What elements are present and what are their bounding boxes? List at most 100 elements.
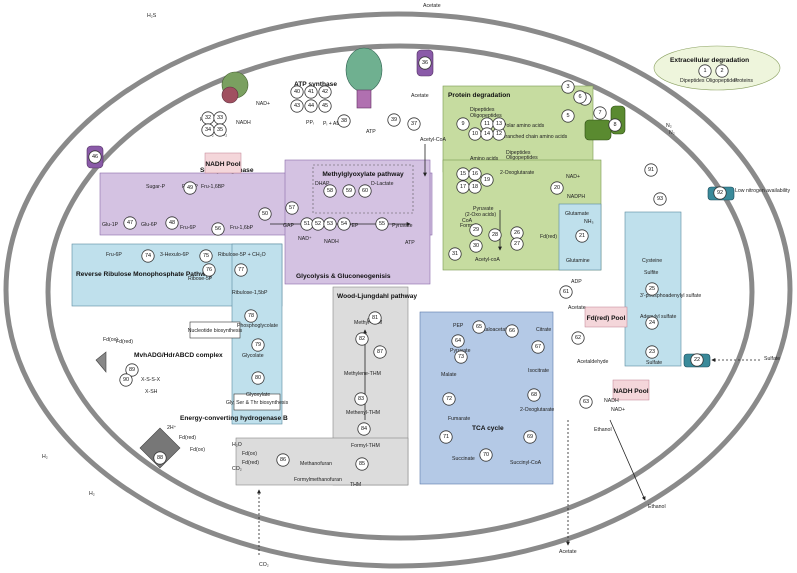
protein-degradation-region [442,85,594,173]
enzyme-node-label: 68 [531,392,537,398]
metabolite-label: CO₂ [232,466,242,472]
enzyme-node-label: 71 [443,434,449,440]
enzyme-node-66: 66 [505,324,519,338]
atp-synthase-title: ATP synthase [294,81,337,88]
enzyme-node-19: 19 [480,173,494,187]
protein-degradation-title: Protein degradation [448,92,510,99]
metabolite-label: PEP [453,323,464,329]
enzyme-node-label: 12 [496,131,502,137]
enzyme-node-circle [550,181,564,195]
nucleotide-label: Nucleotide biosynthesis [188,328,243,334]
enzyme-node-77: 77 [234,263,248,277]
tca-title: TCA cycle [472,425,504,432]
enzyme-node-label: 1 [703,68,706,74]
enzyme-node-28: 28 [488,228,502,242]
low-nitrogen-label: Low nitrogen availability [735,188,790,194]
enzyme-node-label: 43 [294,103,300,109]
enzyme-node-circle [354,392,368,406]
enzyme-node-label: 33 [217,115,223,121]
metabolite-label: Ribose-5P [188,276,213,282]
ethanol-arrow [609,419,646,501]
metabolite-label: X-S-S-X [141,377,161,383]
enzyme-node-label: 26 [514,230,520,236]
enzyme-node-label: 28 [492,232,498,238]
enzyme-node-82: 82 [355,332,369,346]
metabolite-label: Pyruvate [392,223,413,229]
enzyme-node-6: 6 [573,90,587,104]
metabolite-label: X-SH [145,389,158,395]
enzyme-node-circle [456,117,470,131]
metabolite-label: Methylene-THM [344,371,381,377]
enzyme-node-circle [123,216,137,230]
enzyme-node-label: 52 [315,221,321,227]
enzyme-node-circle [480,127,494,141]
enzyme-node-circle [407,117,421,131]
metabolite-label: Acetyl-coA [475,257,500,263]
metabolite-label: Glu-1P [102,222,119,228]
enzyme-node-label: 90 [123,377,129,383]
enzyme-node-24: 24 [645,316,659,330]
enzyme-node-label: 61 [563,289,569,295]
enzyme-node-circle [468,180,482,194]
ech-title: Energy-converting hydrogenase B [180,415,288,422]
metabolite-label: GAP [283,223,294,229]
enzyme-node-label: 76 [206,267,212,273]
enzyme-node-circle [373,345,387,359]
metabolite-label: Polar amino acids [503,123,545,129]
enzyme-node-circle [119,373,133,387]
enzyme-node-circle [418,56,432,70]
metabolite-label: Formyl-THM [351,443,380,449]
enzyme-node-circle [355,332,369,346]
enzyme-node-label: 82 [359,336,365,342]
metabolite-label: Fru-6P [180,225,196,231]
metabolite-label: Methyl-THM [354,320,382,326]
enzyme-node-27: 27 [510,237,524,251]
enzyme-node-label: 11 [484,121,490,127]
inner-membrane [45,43,755,541]
enzyme-node-64: 64 [451,334,465,348]
nadh-pool-2-box [612,379,650,401]
enzyme-node-label: 48 [169,220,175,226]
metabolite-label: Ribulose-5P + CH₂O [218,252,266,258]
enzyme-node-circle [304,85,318,99]
enzyme-node-78: 78 [244,309,258,323]
enzyme-node-23: 23 [645,345,659,359]
enzyme-node-label: 19 [484,177,490,183]
enzyme-node-25: 25 [645,282,659,296]
enzyme-node-circle [290,85,304,99]
enzyme-node-label: 78 [248,313,254,319]
nadh-pool-2: NADH Pool [613,388,648,395]
enzyme-node-label: 64 [455,338,461,344]
metabolite-label: Fd(red) [540,234,557,240]
metabolite-label: Cysteine [642,258,662,264]
enzyme-node-label: 8 [613,122,616,128]
enzyme-node-label: 73 [458,354,464,360]
enzyme-node-41: 41 [304,85,318,99]
enzyme-node-circle [368,311,382,325]
enzyme-node-38: 38 [337,114,351,128]
extracellular-proteins: Proteins [734,78,753,84]
enzyme-node-45: 45 [318,99,332,113]
enzyme-node-48: 48 [165,216,179,230]
metabolite-label: Sugar-P [146,184,166,190]
enzyme-node-67: 67 [531,340,545,354]
enzyme-node-circle [505,324,519,338]
enzyme-node-circle [480,173,494,187]
metabolite-label: H₂O [232,442,242,448]
enzyme-node-20: 20 [550,181,564,195]
enzyme-node-label: 67 [535,344,541,350]
metabolite-label: Acetate [411,93,429,99]
enzyme-node-circle [644,163,658,177]
metabolite-labels: Sugar-PGlu-1PGlu-6PFru-6PFru-1,6BPFru-6P… [102,93,701,488]
metabolite-label: Acetaldehyde [577,359,609,365]
metabolite-label: Formate [460,223,479,229]
enzyme-node-circle [559,285,573,299]
enzyme-node-31: 31 [448,247,462,261]
enzyme-node-circle [251,371,265,385]
enzyme-node-46: 46 [88,150,102,164]
sulfate-region [624,211,682,367]
enzyme-node-circle [451,334,465,348]
enzyme-node-label: 49 [187,185,193,191]
enzyme-node-76: 76 [202,263,216,277]
metabolite-label: NADH [324,239,339,245]
